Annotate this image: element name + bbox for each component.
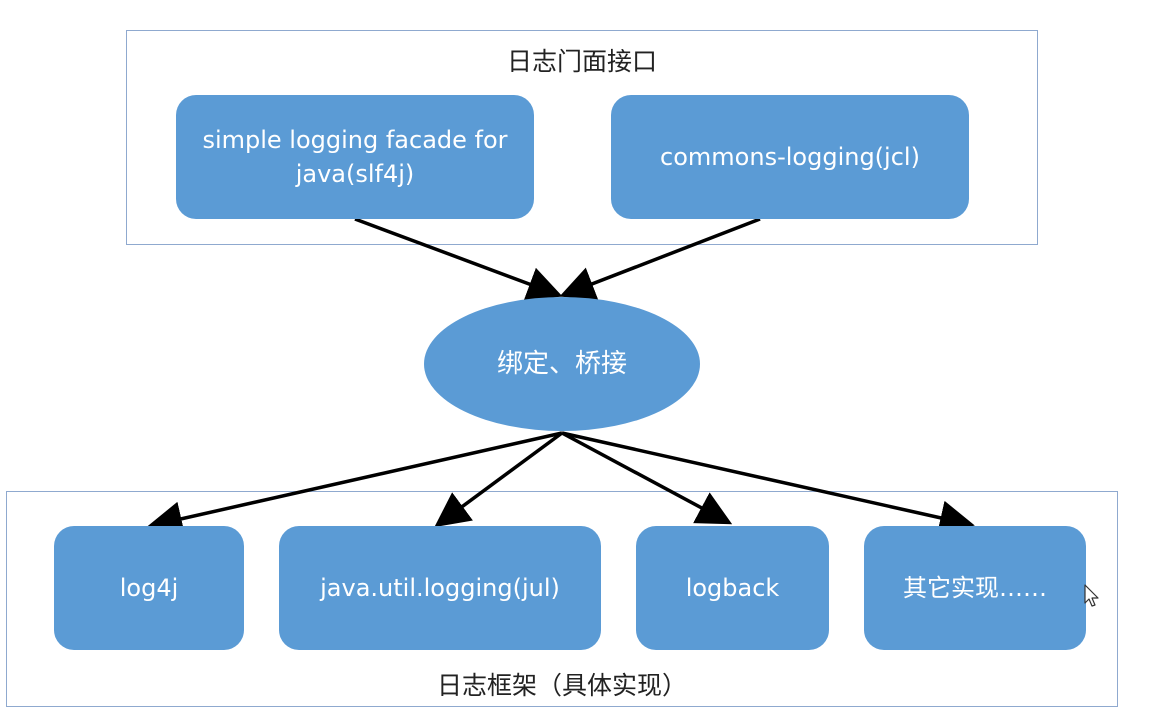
slf4j-node: simple logging facade for java(slf4j)	[176, 95, 534, 219]
jcl-node: commons-logging(jcl)	[611, 95, 969, 219]
other-implementations-node: 其它实现……	[864, 526, 1086, 650]
mouse-pointer-icon	[1084, 584, 1099, 607]
bridge-node: 绑定、桥接	[424, 297, 700, 431]
framework-group-title: 日志框架（具体实现）	[436, 671, 687, 700]
facade-group-title: 日志门面接口	[506, 47, 657, 76]
jul-node: java.util.logging(jul)	[279, 526, 601, 650]
log4j-node: log4j	[54, 526, 244, 650]
logback-node: logback	[636, 526, 829, 650]
